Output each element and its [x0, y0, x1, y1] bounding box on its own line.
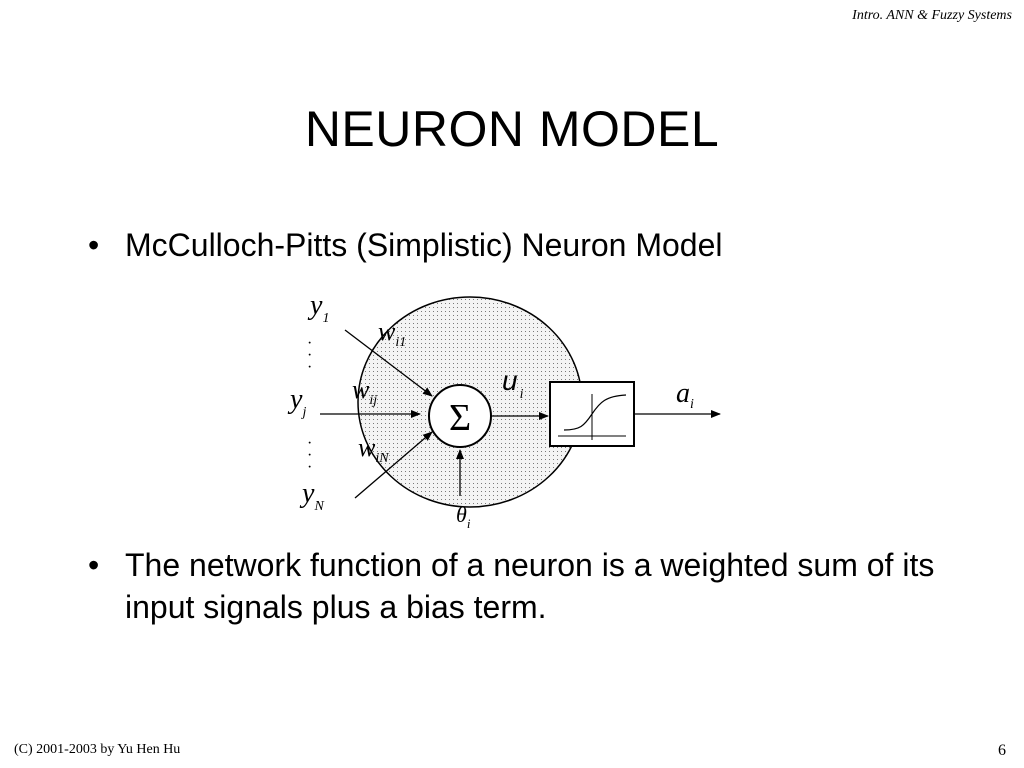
weight-label-wiN: wiN	[358, 433, 389, 466]
input-label-yN: yN	[299, 478, 324, 514]
ellipsis-lower: ·	[307, 459, 312, 476]
input-label-yj: yj	[287, 384, 306, 420]
ellipsis-lower: ·	[307, 435, 312, 452]
weight-label-wij: wij	[352, 375, 377, 408]
ellipsis-upper: ·	[307, 359, 312, 376]
weight-label-wi1: wi1	[378, 317, 406, 350]
input-label-y1: y1	[307, 290, 329, 326]
footer-copyright: (C) 2001-2003 by Yu Hen Hu	[14, 742, 181, 757]
ellipsis-lower: ·	[307, 447, 312, 464]
input-arrow-N	[354, 431, 433, 499]
ellipsis-upper: ·	[307, 347, 312, 364]
bullet-item: • McCulloch-Pitts (Simplistic) Neuron Mo…	[88, 224, 948, 266]
page-number: 6	[998, 742, 1006, 759]
slide-title: NEURON MODEL	[304, 101, 720, 157]
course-header: Intro. ANN & Fuzzy Systems	[852, 8, 1012, 23]
bias-label-theta: θi	[456, 502, 471, 531]
ellipsis-upper: ·	[307, 335, 312, 352]
sigmoid-curve	[563, 394, 627, 431]
input-arrow-1	[344, 329, 433, 397]
output-label-ai: ai	[676, 378, 694, 412]
bullet-item: • The network function of a neuron is a …	[88, 544, 948, 628]
bullet-text: The network function of a neuron is a we…	[125, 547, 935, 625]
bullet-text: McCulloch-Pitts (Simplistic) Neuron Mode…	[125, 227, 723, 263]
bullet-marker: •	[88, 227, 100, 263]
sigma-symbol: Σ	[449, 397, 471, 439]
bullet-marker: •	[88, 547, 100, 583]
